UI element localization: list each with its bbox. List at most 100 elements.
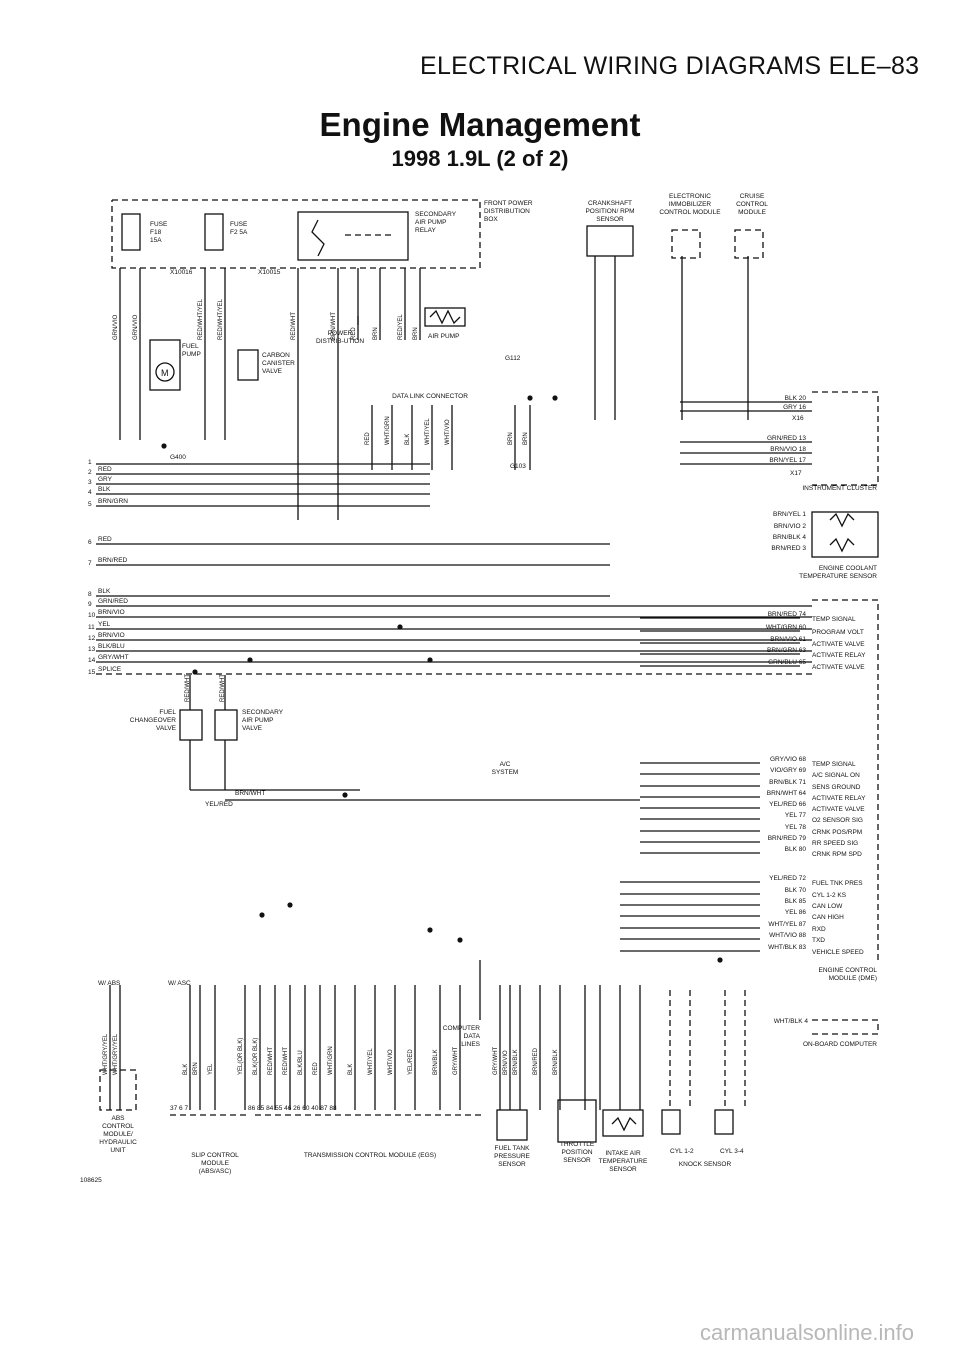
vertical-wire-label: GRN/VIO (113, 314, 119, 340)
wire-label: BRN/WHT (235, 790, 265, 797)
vertical-wire-label: BRN/BLK (553, 1049, 559, 1075)
wire-label: BLK/BLU (98, 643, 125, 650)
crankshaft-sensor-label: POSITION/ RPM (585, 208, 634, 215)
wire-label: BLK 80 (785, 846, 807, 853)
cyl-label: CYL 3-4 (720, 1148, 744, 1155)
fuel-changeover-label: VALVE (156, 725, 177, 732)
fuel-changeover-valve (179, 709, 203, 741)
cyl-label: CYL 1-2 (670, 1148, 694, 1155)
computer-data-label: LINES (461, 1041, 480, 1048)
splice-dot (397, 624, 403, 630)
slip-control-label: MODULE (201, 1160, 229, 1167)
bus-number: 7 (88, 560, 92, 567)
wire-label: YEL/RED (205, 801, 233, 808)
fuse-f2 (204, 213, 224, 251)
bus-number: 3 (88, 479, 92, 486)
bus-number: 6 (88, 539, 92, 546)
wire-label: BRN/BLK 4 (773, 534, 807, 541)
vertical-wire-label: RED/WHT (291, 312, 297, 340)
engine-control-label: MODULE (DME) (829, 975, 877, 982)
onboard-computer-box (812, 1019, 879, 1035)
pin-function: ACTIVATE RELAY (812, 652, 866, 659)
wire-label: BRN/RED 79 (768, 835, 807, 842)
fuse-f18 (121, 213, 141, 251)
immobilizer-label: CONTROL MODULE (659, 209, 721, 216)
wire-label: BRN/WHT 64 (767, 790, 807, 797)
wire-label: BRN/RED (98, 557, 128, 564)
bus-number: 11 (88, 624, 95, 631)
splice-dot (247, 657, 253, 663)
relay-coil (311, 219, 325, 257)
bus-number: 14 (88, 657, 96, 664)
ac-system-label: A/C (500, 761, 511, 768)
vertical-wire-label: BLK (405, 434, 411, 445)
engine-control-label: ENGINE CONTROL (818, 967, 877, 974)
throttle-label: SENSOR (563, 1157, 591, 1164)
vertical-wire-label: YEL (208, 1063, 214, 1075)
pin-function: RR SPEED SIG (812, 840, 858, 847)
air-pump-coil (429, 309, 461, 325)
fuel-pump-label: FUEL (182, 343, 199, 350)
wire-label: GRY (98, 476, 113, 483)
pin-function: ACTIVATE VALVE (812, 806, 865, 813)
vertical-wire-label: BRN (413, 327, 419, 340)
data-link-label: DATA LINK CONNECTOR (392, 393, 468, 400)
air-pump-label: AIR PUMP (428, 333, 459, 340)
vertical-wire-label: WHT/VIO (445, 419, 451, 445)
splice-dot (427, 657, 433, 663)
vertical-wire-label: RED (351, 327, 357, 340)
pin-function: VEHICLE SPEED (812, 949, 864, 956)
computer-data-label: DATA (464, 1033, 481, 1040)
bus-number: 2 (88, 469, 92, 476)
intake-air-sensor (602, 1109, 644, 1137)
pin-function: TXD (812, 937, 825, 944)
abs-control-box (99, 1069, 137, 1111)
coolant-sensor-label: TEMPERATURE SENSOR (799, 573, 877, 580)
abs-control-label: MODULE/ (103, 1131, 133, 1138)
wire-label: GRY/VIO 68 (770, 756, 806, 763)
wire-label: WHT/GRN 60 (766, 624, 806, 631)
slip-control-label: (ABS/ASC) (199, 1168, 232, 1175)
vertical-wire-label: GRN/VIO (133, 314, 139, 340)
vertical-wire-label: BLK(OR BLK) (253, 1038, 259, 1075)
power-distribution-label: POWER (328, 330, 353, 337)
vertical-wire-label: YEL(OR BLK) (238, 1038, 244, 1075)
vertical-wire-label: RED/YEL (398, 314, 404, 340)
transmission-label: TRANSMISSION CONTROL MODULE (EGS) (304, 1152, 436, 1159)
wire-label: YEL (98, 621, 111, 628)
vertical-wire-label: BLK (183, 1064, 189, 1075)
splice-dot (552, 395, 558, 401)
vertical-wire-label: BRN (193, 1062, 199, 1075)
vertical-wire-label: RED/WHT (220, 674, 226, 702)
bus-number: 13 (88, 646, 96, 653)
pin-function: TEMP SIGNAL (812, 616, 856, 623)
vertical-wire-label: BRN/BLK (433, 1049, 439, 1075)
splice-dot (342, 792, 348, 798)
carbon-canister-label: CARBON (262, 352, 290, 359)
abs-control-label: ABS (111, 1115, 125, 1122)
connector-label: X16 (792, 415, 804, 422)
pin-function: CRNK RPM SPD (812, 851, 862, 858)
wire-label: WHT/BLK 4 (774, 1018, 809, 1025)
instrument-cluster-boundary (812, 391, 879, 486)
pin-function: SENS GROUND (812, 784, 861, 791)
ground-label: G400 (170, 454, 186, 461)
connector-label: X10016 (170, 269, 193, 276)
front-power-box-label: FRONT POWER (484, 200, 533, 207)
abs-control-label: CONTROL (102, 1123, 134, 1130)
intake-thermistor (611, 1116, 637, 1132)
cruise-label: MODULE (738, 209, 766, 216)
fuel-tank-sensor (496, 1109, 528, 1141)
front-power-box-label: DISTRIBUTION (484, 208, 530, 215)
cruise-label: CRUISE (740, 193, 765, 200)
pin-function: PROGRAM VOLT (812, 629, 864, 636)
figure-number: 108625 (80, 1177, 102, 1184)
wire-label: BRN/BLK 71 (769, 779, 806, 786)
knock-sensor-1 (661, 1109, 681, 1135)
wire-label: GRN/RED (98, 598, 128, 605)
vertical-wire-label: GRY/WHT (453, 1046, 459, 1075)
wire-label: BRN/GRN (98, 498, 128, 505)
intake-air-label: INTAKE AIR (605, 1150, 641, 1157)
pin-function: CRNK POS/RPM (812, 829, 862, 836)
